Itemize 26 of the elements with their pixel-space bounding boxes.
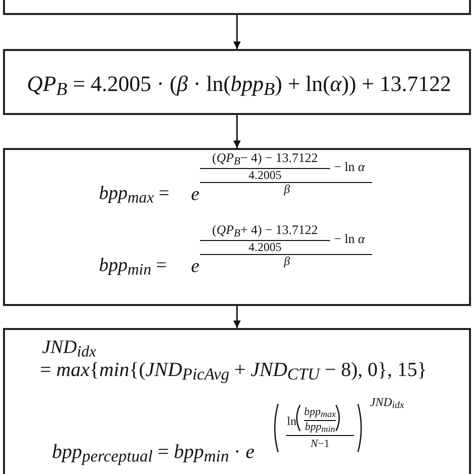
arrow [233,15,241,49]
process-box [3,0,471,15]
formula-text: N−1 [310,439,330,450]
formula-text: β [284,255,290,267]
process-box [3,148,471,306]
formula-text: JND$_{idx}$ [370,396,404,408]
arrow [233,115,241,148]
formula-text: − ln α [334,160,365,173]
formula-text: bpp$_{max}$ [304,407,336,418]
formula-text: (QP$_{B}$− 4) − 13.7122 [212,151,318,164]
formula-text: (QP$_{B}$+ 4) − 13.7122 [212,223,318,236]
formula-text: bpp$_{max}$ = [99,184,170,203]
formula-text: e [191,257,200,276]
formula-text: QP$_{B}$ = 4.2005 · (β · ln(bpp$_{B}$) + ln(α)) + 13.7122 [26,73,452,95]
arrow [233,306,241,328]
process-box [3,328,471,474]
formula-text: bpp$_{min}$ [304,422,336,433]
formula-text: JND$_{idx}$ [42,338,96,357]
formula-text: − ln α [334,232,365,245]
formula-text: e [191,185,200,204]
formula-text: β [284,183,290,195]
formula-text: ln [287,415,296,427]
formula-text: 4.2005 [248,241,282,253]
process-box [3,49,471,115]
formula-text: bpp$_{min}$ = [99,256,167,275]
formula-text: 4.2005 [248,169,282,181]
